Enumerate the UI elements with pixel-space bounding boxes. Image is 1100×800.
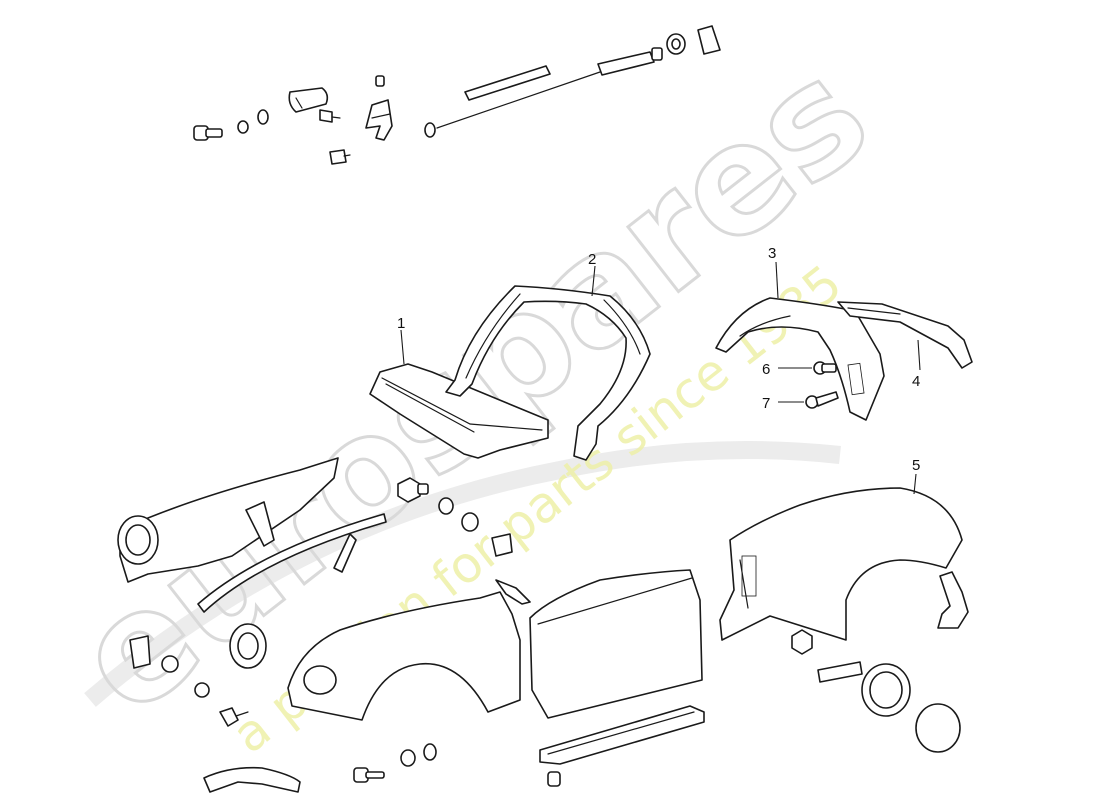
cap-icon <box>697 25 721 55</box>
lower-left-hardware <box>129 623 267 727</box>
washer-icon <box>438 497 454 515</box>
fuel-cap-ring-icon <box>861 663 911 717</box>
callout-2: 2 <box>588 251 596 268</box>
hinge-bracket <box>937 571 969 629</box>
bolt-icon <box>193 125 223 141</box>
rear-fender-trim <box>203 766 301 793</box>
leader-2 <box>591 265 596 297</box>
washer-icon <box>257 109 269 125</box>
leader-4 <box>917 339 921 371</box>
windscreen-pillar-trim <box>197 513 387 613</box>
cowl-bracket <box>495 579 531 605</box>
clip-nut-icon <box>491 533 513 557</box>
rocker-sill <box>539 705 705 765</box>
grommet-icon <box>666 33 686 55</box>
part-6-screw <box>813 361 837 375</box>
pin-icon <box>329 149 351 165</box>
callout-7: 7 <box>762 395 770 412</box>
rod-icon <box>464 65 551 101</box>
headlight-opening-icon <box>303 665 337 695</box>
leader-1 <box>400 329 405 365</box>
washer-icon <box>161 655 179 673</box>
mid-hardware-group <box>397 477 513 557</box>
leader-lines <box>400 261 921 495</box>
clip-icon <box>375 75 385 87</box>
part-2-windscreen-frame <box>445 285 651 461</box>
part-4-roof-rail <box>837 301 973 369</box>
mount-bracket-icon <box>129 635 151 669</box>
clip-icon <box>547 771 561 787</box>
washer-icon <box>237 120 249 134</box>
fender-brace <box>245 501 275 547</box>
front-body-side <box>287 591 521 721</box>
front-fender <box>117 457 339 583</box>
nut-icon <box>397 477 429 503</box>
spring-screw-icon <box>319 109 341 123</box>
part-3-rear-side-panel <box>715 297 885 421</box>
callout-1: 1 <box>397 315 405 332</box>
watermark-swoosh <box>84 441 841 707</box>
part-7-screw <box>805 391 839 409</box>
washer-icon <box>424 122 436 138</box>
nut-icon <box>791 629 813 655</box>
gas-strut-icon <box>597 47 663 76</box>
bolt-icon <box>219 707 249 727</box>
washer-icon <box>461 512 479 532</box>
headlight-ring-icon <box>229 623 267 669</box>
callout-labels: 1 2 3 4 5 6 7 <box>397 245 920 474</box>
callout-6: 6 <box>762 361 770 378</box>
leader-3 <box>775 261 779 299</box>
bolt-icon <box>353 767 385 783</box>
lock-bracket-icon <box>365 99 393 141</box>
rubber-buffer-icon <box>288 87 329 113</box>
callout-4: 4 <box>912 373 920 390</box>
callout-5: 5 <box>912 457 920 474</box>
cover-disc-icon <box>915 703 961 753</box>
part-1-windscreen-header <box>369 363 549 459</box>
leader-5 <box>913 473 917 495</box>
washer-icon <box>400 749 416 767</box>
door-outer-panel <box>529 569 703 719</box>
badge-plate-icon <box>817 661 863 683</box>
top-hardware-group <box>193 25 721 165</box>
callout-3: 3 <box>768 245 776 262</box>
washer-icon <box>423 743 437 761</box>
washer-icon <box>194 682 210 698</box>
part-5-rear-quarter-panel <box>719 487 963 641</box>
lower-hardware-group <box>353 629 961 787</box>
release-cable-icon <box>436 71 601 129</box>
